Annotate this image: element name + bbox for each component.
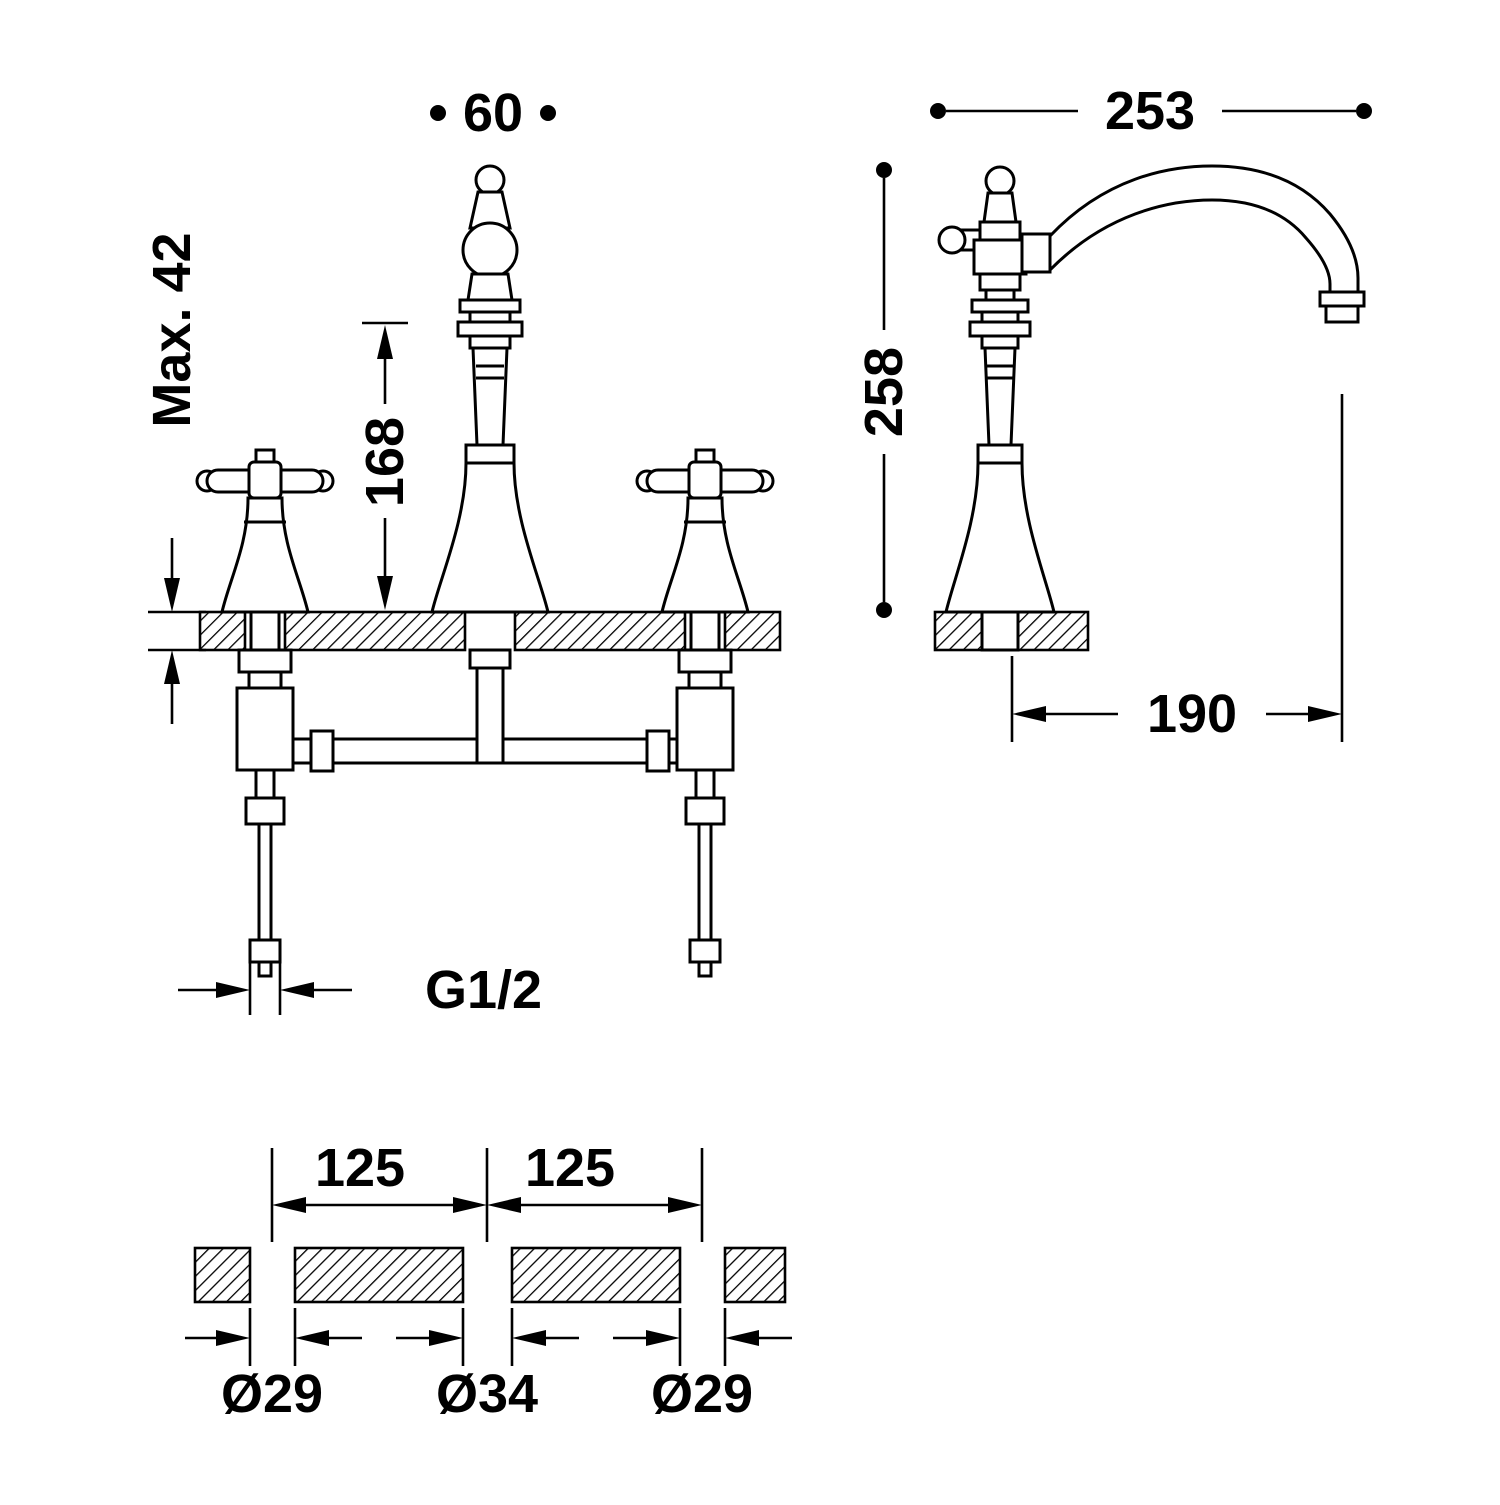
- bridge-union-nut-right: [645, 729, 671, 773]
- dim-overall-length: 253: [930, 81, 1372, 141]
- arrowhead: [164, 650, 180, 684]
- dim-label-190: 190: [1147, 684, 1237, 744]
- under-deck-plumbing: [235, 610, 735, 978]
- faucet-side-profile: [937, 164, 1366, 614]
- dim-label-168: 168: [355, 417, 415, 507]
- arrowhead: [377, 576, 393, 610]
- dim-dot: [876, 602, 892, 618]
- dim-spout-height: 168: [355, 321, 415, 610]
- dim-spout-reach: 190: [1010, 394, 1344, 744]
- arrowhead: [280, 982, 314, 998]
- arrowhead: [646, 1330, 680, 1346]
- right-cross-handle: [635, 448, 775, 614]
- arrowhead: [216, 982, 250, 998]
- left-supply-assembly: [235, 610, 295, 978]
- dim-max-deck-thickness: Max. 42: [142, 232, 206, 724]
- arrowhead: [377, 325, 393, 359]
- bridge-union-nut-left: [309, 729, 335, 773]
- side-countertop: [933, 610, 1090, 652]
- dim-hole-spacing: 125 125: [270, 1138, 704, 1242]
- arrowhead: [487, 1197, 521, 1213]
- dim-label-125-right: 125: [525, 1138, 615, 1198]
- dim-hole-diameters: Ø29 Ø34 Ø29: [185, 1308, 792, 1424]
- dim-label-dia-left: Ø29: [221, 1364, 323, 1424]
- arrowhead: [216, 1330, 250, 1346]
- spout-column-front: [430, 164, 550, 614]
- spout-curve-inner: [1048, 198, 1332, 292]
- dim-label-dia-right: Ø29: [651, 1364, 753, 1424]
- spout-finial-ball: [474, 164, 506, 196]
- dim-dot: [540, 105, 556, 121]
- arrowhead: [164, 578, 180, 612]
- left-cross-handle: [195, 448, 335, 614]
- dim-dot: [430, 105, 446, 121]
- dim-top-width: 60: [430, 83, 556, 143]
- plan-view-holes: [193, 1246, 787, 1304]
- dim-label-max42: Max. 42: [142, 232, 202, 427]
- arrowhead: [725, 1330, 759, 1346]
- arrowhead: [668, 1197, 702, 1213]
- dim-dot: [876, 162, 892, 178]
- side-finial-ball: [984, 165, 1016, 197]
- dim-dot: [930, 103, 946, 119]
- spout-curve-outer: [1048, 164, 1360, 292]
- dim-overall-height: 258: [854, 162, 914, 618]
- dim-label-60: 60: [463, 83, 523, 143]
- dim-label-125-left: 125: [315, 1138, 405, 1198]
- arrowhead: [1012, 706, 1046, 722]
- right-supply-assembly: [675, 610, 735, 978]
- arrowhead: [295, 1330, 329, 1346]
- center-deck-nut: [468, 648, 512, 670]
- spout-decor-sphere: [461, 221, 519, 279]
- dim-label-258: 258: [854, 347, 914, 437]
- side-view: [933, 164, 1366, 652]
- side-handle-knob: [937, 225, 967, 255]
- spout-trumpet-base: [430, 461, 550, 614]
- arrowhead: [272, 1197, 306, 1213]
- arrowhead: [453, 1197, 487, 1213]
- dim-label-dia-center: Ø34: [436, 1364, 538, 1424]
- arrowhead: [1308, 706, 1342, 722]
- dim-thread: G1/2: [178, 960, 542, 1020]
- arrowhead: [512, 1330, 546, 1346]
- aerator-nut: [1318, 290, 1366, 308]
- spout-union-nut: [1020, 232, 1052, 274]
- dim-label-g12: G1/2: [425, 960, 542, 1020]
- dim-label-253: 253: [1105, 81, 1195, 141]
- aerator-tip: [1324, 304, 1360, 324]
- front-countertop: [198, 610, 782, 652]
- front-view: [195, 164, 782, 978]
- arrowhead: [429, 1330, 463, 1346]
- dim-dot: [1356, 103, 1372, 119]
